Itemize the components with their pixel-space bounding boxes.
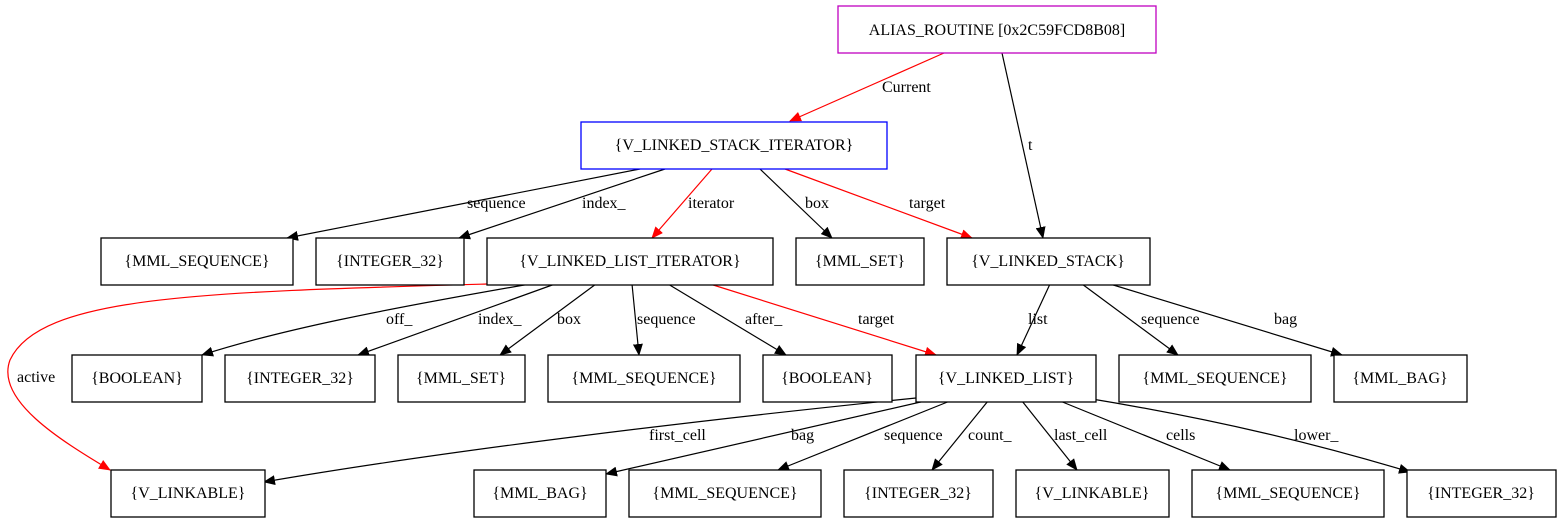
node-label: {V_LINKED_LIST_ITERATOR} (519, 253, 740, 270)
edge-active (7, 283, 488, 471)
edge-bag-1 (1109, 283, 1343, 357)
edge-label-count: count_ (968, 427, 1013, 444)
edge-box-1 (759, 168, 833, 239)
edge-label-t: t (1028, 137, 1033, 154)
node-label: {MML_SEQUENCE} (124, 253, 269, 270)
node-v-linkable[interactable]: {V_LINKABLE} (1015, 469, 1170, 518)
nodes: ALIAS_ROUTINE [0x2C59FCD8B08] {V_LINKED_… (71, 5, 1557, 518)
edge-lower (1085, 397, 1411, 474)
edge-label-sequence: sequence (884, 427, 943, 444)
node-integer-32[interactable]: {INTEGER_32} (315, 237, 465, 286)
edge-index-1 (458, 168, 666, 240)
node-label: {INTEGER_32} (864, 485, 972, 502)
node-label: {V_LINKABLE} (131, 485, 246, 502)
edge-label-off: off_ (386, 311, 413, 328)
node-boolean[interactable]: {BOOLEAN} (71, 354, 203, 403)
node-label: {MML_SET} (815, 253, 905, 270)
edge-target-stack (784, 168, 973, 239)
edge-last-cell (1021, 400, 1078, 471)
edge-label-box: box (557, 311, 581, 328)
edge-label-target: target (858, 311, 895, 328)
edge-label-sequence: sequence (467, 195, 526, 212)
edge-bag-2 (605, 400, 926, 477)
node-integer-32[interactable]: {INTEGER_32} (843, 469, 994, 518)
node-mml-sequence[interactable]: {MML_SEQUENCE} (100, 237, 294, 286)
node-label: {MML_SEQUENCE} (1215, 485, 1360, 502)
edge-label-target: target (909, 195, 946, 212)
edge-off (201, 283, 531, 357)
edge-count (931, 400, 989, 471)
edge-label-list: list (1028, 311, 1048, 328)
edge-cells (1059, 400, 1231, 471)
edge-label-bag: bag (1274, 311, 1297, 328)
node-label: {MML_SEQUENCE} (571, 370, 716, 387)
edge-current (789, 52, 945, 122)
edge-label-lower: lower_ (1294, 427, 1339, 444)
node-label: {MML_SEQUENCE} (1142, 370, 1287, 387)
node-boolean[interactable]: {BOOLEAN} (762, 354, 893, 403)
edge-after (667, 283, 787, 356)
node-v-linkable[interactable]: {V_LINKABLE} (110, 469, 266, 518)
edge-t (1001, 52, 1046, 239)
node-mml-set[interactable]: {MML_SET} (397, 354, 526, 403)
edge-label-after: after_ (745, 311, 783, 328)
node-label: {BOOLEAN} (91, 370, 183, 387)
edge-sequence-3 (1081, 283, 1179, 356)
node-mml-sequence[interactable]: {MML_SEQUENCE} (1118, 354, 1312, 403)
node-label: {MML_SET} (416, 370, 506, 387)
node-label: {V_LINKED_LIST} (938, 370, 1074, 387)
edge-labels: Current t sequence index_ iterator box t… (17, 79, 1339, 444)
edge-label-active: active (17, 369, 55, 386)
edge-target-list (709, 283, 937, 357)
node-label: {MML_BAG} (492, 485, 587, 502)
node-label: {V_LINKABLE} (1035, 485, 1150, 502)
edge-sequence-4 (777, 400, 951, 471)
edge-first-cell (263, 397, 917, 486)
edge-sequence-2 (631, 283, 643, 356)
node-mml-set[interactable]: {MML_SET} (795, 237, 925, 286)
node-label: {INTEGER_32} (246, 370, 354, 387)
edge-label-index: index_ (582, 195, 627, 212)
edge-sequence-1 (286, 168, 641, 241)
edge-list (1016, 283, 1051, 356)
node-label: {V_LINKED_STACK} (971, 253, 1125, 270)
node-v-linked-list[interactable]: {V_LINKED_LIST} (915, 354, 1097, 403)
node-integer-32[interactable]: {INTEGER_32} (1406, 469, 1557, 518)
edge-label-index: index_ (478, 311, 523, 328)
edge-label-current: Current (882, 79, 931, 96)
edge-box-2 (499, 283, 597, 356)
edge-label-bag: bag (791, 427, 814, 444)
edge-label-last-cell: last_cell (1054, 427, 1108, 444)
node-v-linked-stack[interactable]: {V_LINKED_STACK} (946, 237, 1151, 286)
node-label: {V_LINKED_STACK_ITERATOR} (615, 137, 854, 154)
node-mml-bag[interactable]: {MML_BAG} (1333, 354, 1468, 403)
edge-label-first-cell: first_cell (649, 427, 706, 444)
edge-label-iterator: iterator (688, 195, 735, 212)
edges (7, 52, 1411, 486)
node-label: {INTEGER_32} (1427, 485, 1535, 502)
node-label: {MML_SEQUENCE} (652, 485, 797, 502)
node-label: {INTEGER_32} (336, 253, 444, 270)
edge-label-box: box (805, 195, 829, 212)
node-label: {BOOLEAN} (781, 370, 873, 387)
edge-label-cells: cells (1166, 427, 1195, 444)
node-mml-sequence[interactable]: {MML_SEQUENCE} (547, 354, 741, 403)
edge-iterator (651, 168, 713, 239)
node-v-linked-list-iterator[interactable]: {V_LINKED_LIST_ITERATOR} (486, 237, 774, 286)
node-mml-sequence[interactable]: {MML_SEQUENCE} (1191, 469, 1385, 518)
node-mml-sequence[interactable]: {MML_SEQUENCE} (628, 469, 822, 518)
edge-label-sequence: sequence (637, 311, 696, 328)
node-mml-bag[interactable]: {MML_BAG} (473, 469, 607, 518)
edge-label-sequence: sequence (1141, 311, 1200, 328)
node-alias-routine[interactable]: ALIAS_ROUTINE [0x2C59FCD8B08] (837, 5, 1157, 54)
node-integer-32[interactable]: {INTEGER_32} (224, 354, 376, 403)
edge-index-2 (357, 283, 556, 356)
node-v-linked-stack-iterator[interactable]: {V_LINKED_STACK_ITERATOR} (580, 121, 888, 170)
node-label: {MML_BAG} (1352, 370, 1447, 387)
node-label: ALIAS_ROUTINE [0x2C59FCD8B08] (869, 22, 1125, 39)
